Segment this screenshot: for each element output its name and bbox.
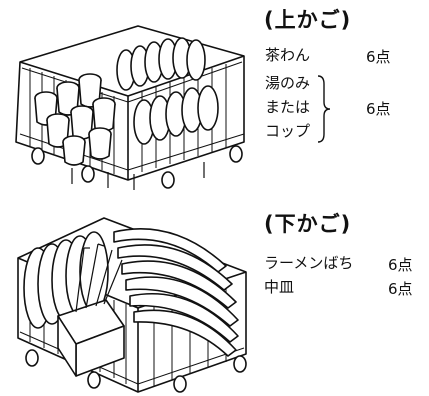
upper-basket-item-1-name-0: 湯のみ	[265, 74, 311, 92]
lower-basket-item-1-count: 6点	[388, 280, 413, 298]
upper-basket-item-1-name-1: または	[265, 98, 311, 116]
upper-basket-item-1-name-2: コップ	[265, 122, 311, 140]
lower-basket-item-0-name: ラーメンばち	[264, 254, 354, 272]
upper-basket-item-0-count: 6点	[366, 48, 391, 66]
upper-basket-item-1-count: 6点	[366, 100, 391, 118]
lower-rack-illustration	[17, 217, 247, 393]
upper-basket-heading: (上かご)	[264, 8, 352, 32]
upper-basket-item-0-name: 茶わん	[265, 46, 311, 64]
upper-basket-brace	[317, 75, 331, 143]
lower-basket-item-1-name: 中皿	[264, 278, 295, 296]
lower-basket-heading: (下かご)	[264, 212, 352, 236]
upper-rack-illustration	[15, 25, 245, 190]
lower-basket-item-0-count: 6点	[388, 256, 413, 274]
